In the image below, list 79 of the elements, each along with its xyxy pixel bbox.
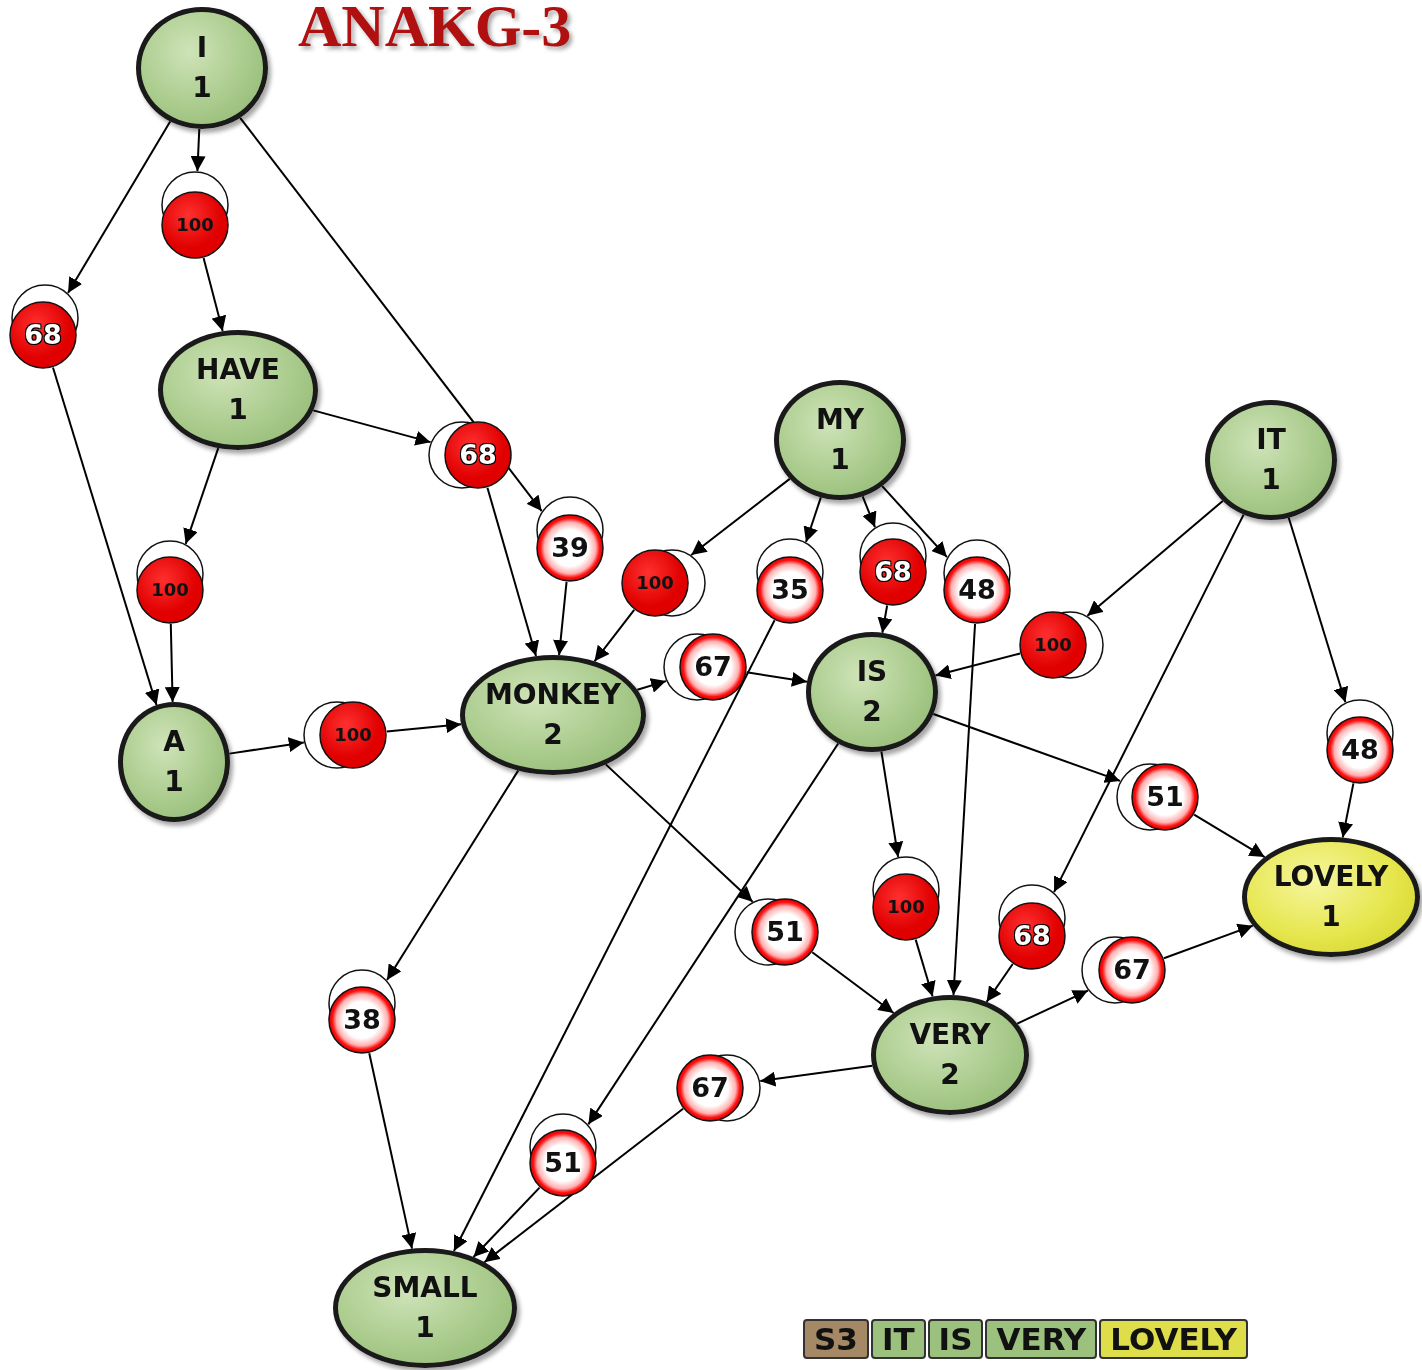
- arrow: [946, 622, 977, 997]
- arrow: [811, 951, 895, 1014]
- weight-label: 100: [333, 723, 373, 747]
- count-label: 1: [228, 392, 248, 428]
- arrow: [803, 496, 822, 543]
- word-label: HAVE: [196, 352, 280, 388]
- word-label: MY: [815, 402, 865, 438]
- arrow: [1338, 782, 1355, 839]
- arrow: [385, 718, 463, 734]
- weight-label: 100: [635, 571, 675, 595]
- weight-label: 68: [458, 441, 498, 469]
- legend-item: IS: [927, 1319, 984, 1359]
- weight-label: 100: [1033, 633, 1073, 657]
- word-label: MONKEY: [484, 677, 622, 713]
- word-label: LOVELY: [1273, 859, 1389, 895]
- weight-label: 100: [886, 895, 926, 919]
- arrow: [228, 737, 305, 755]
- legend-item: LOVELY: [1099, 1319, 1248, 1359]
- arrow: [877, 604, 893, 634]
- arrow: [861, 495, 877, 529]
- word-label: VERY: [909, 1017, 991, 1053]
- weight-label: 68: [1012, 922, 1052, 950]
- legend-item: S3: [803, 1319, 869, 1359]
- count-label: 2: [543, 717, 563, 753]
- diagram-title: ANAKG-3: [298, 0, 572, 61]
- arrow: [934, 652, 1022, 679]
- weight-label: 39: [550, 534, 590, 562]
- weight-label: 68: [23, 321, 63, 349]
- count-label: 1: [830, 442, 850, 478]
- arrow: [587, 742, 840, 1126]
- count-label: 1: [1321, 899, 1341, 935]
- count-label: 1: [164, 764, 184, 800]
- count-label: 2: [862, 694, 882, 730]
- weight-label: 100: [175, 213, 215, 237]
- count-label: 2: [940, 1057, 960, 1093]
- arrow: [239, 116, 543, 513]
- word-label: SMALL: [372, 1270, 478, 1306]
- arrow: [486, 486, 540, 657]
- arrow: [745, 671, 808, 687]
- word-label: IS: [856, 654, 888, 690]
- word-label: IT: [1256, 422, 1286, 458]
- legend-item: VERY: [985, 1319, 1098, 1359]
- weight-label: 35: [770, 576, 810, 604]
- weight-label: 67: [1112, 956, 1152, 984]
- arrow: [190, 127, 206, 173]
- arrow: [553, 580, 569, 657]
- arrow: [164, 623, 180, 703]
- weight-label: 51: [765, 918, 805, 946]
- count-label: 1: [192, 70, 212, 106]
- arrow: [51, 366, 160, 706]
- weight-label: 67: [693, 653, 733, 681]
- arrow: [1287, 516, 1349, 704]
- arrow: [932, 713, 1122, 783]
- arrow: [1086, 499, 1224, 617]
- weight-label: 51: [1145, 783, 1185, 811]
- arrow: [312, 409, 432, 446]
- weight-label: 67: [690, 1074, 730, 1102]
- word-label: A: [163, 724, 185, 760]
- arrow: [880, 750, 904, 858]
- arrow: [759, 1064, 874, 1087]
- arrow: [472, 1186, 541, 1258]
- arrow: [881, 485, 948, 559]
- word-label: I: [196, 30, 208, 66]
- arrow: [690, 477, 791, 556]
- weight-label: 100: [150, 578, 190, 602]
- arrow: [368, 1052, 417, 1250]
- arrow: [67, 120, 172, 294]
- weight-label: 68: [873, 558, 913, 586]
- weight-label: 38: [342, 1006, 382, 1034]
- weight-label: 51: [543, 1149, 583, 1177]
- weight-label: 48: [1340, 736, 1380, 764]
- arrow: [1016, 989, 1089, 1025]
- weight-label: 48: [957, 576, 997, 604]
- legend-item: IT: [870, 1319, 926, 1359]
- arrow: [1053, 513, 1245, 894]
- arrow: [604, 763, 754, 903]
- count-label: 1: [415, 1310, 435, 1346]
- arrow: [483, 1107, 685, 1264]
- count-label: 1: [1261, 462, 1281, 498]
